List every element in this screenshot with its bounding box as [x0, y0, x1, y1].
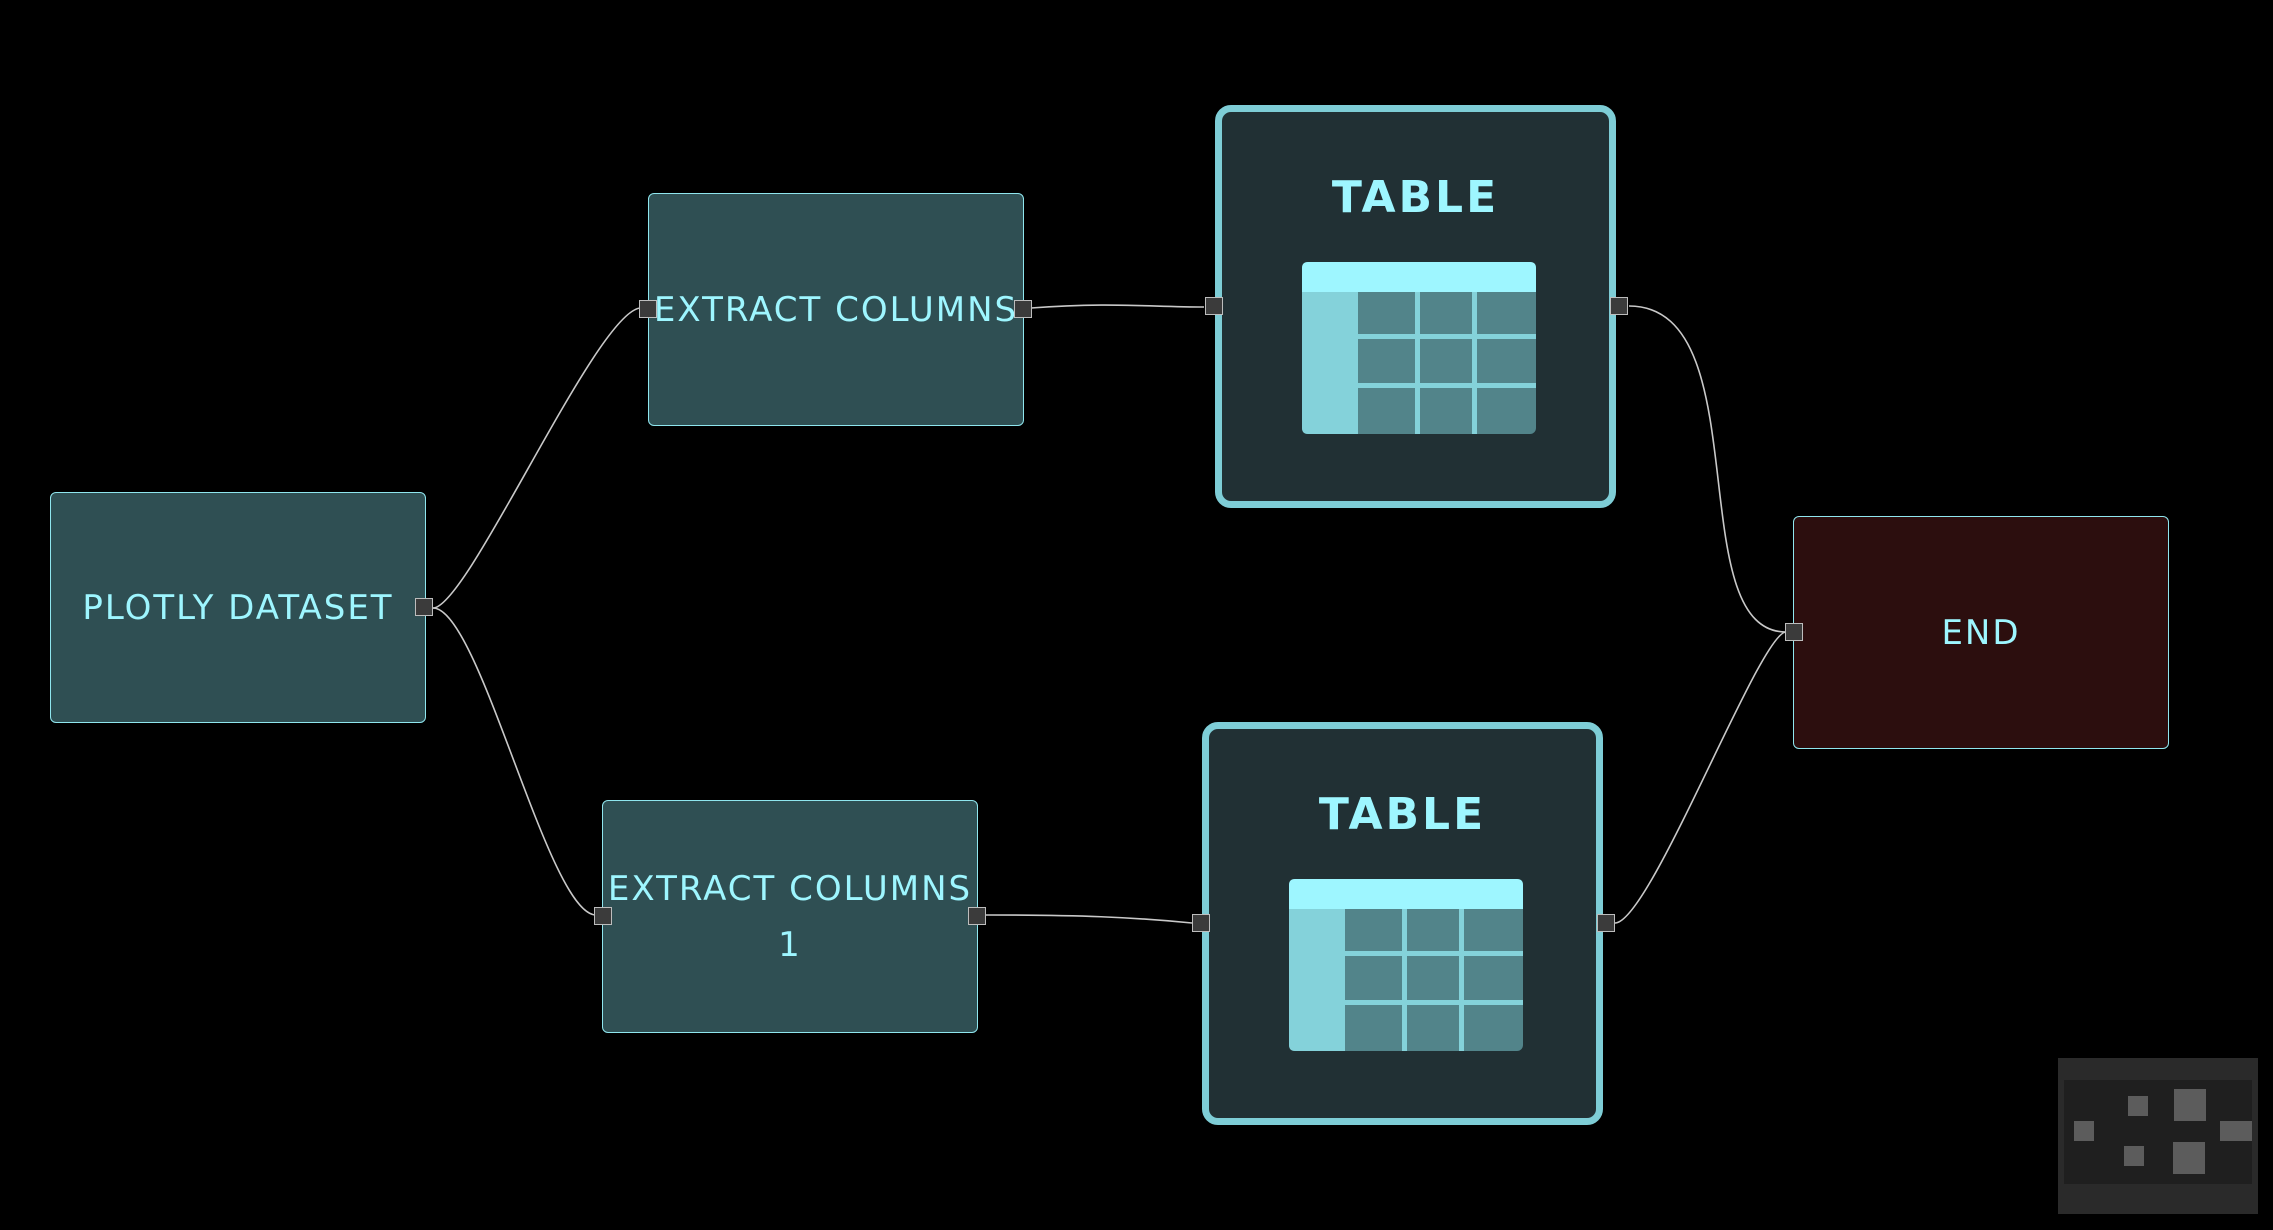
- edge-plotly-to-extract-columns[interactable]: [432, 307, 642, 609]
- output-port[interactable]: [1610, 297, 1628, 315]
- minimap[interactable]: [2058, 1058, 2258, 1214]
- minimap-viewport[interactable]: [2064, 1080, 2252, 1184]
- edge-extract-columns-to-table-top[interactable]: [1030, 304, 1205, 309]
- output-port[interactable]: [1014, 300, 1032, 318]
- input-port[interactable]: [1192, 914, 1210, 932]
- node-extract-columns-1[interactable]: EXTRACT COLUMNS 1: [602, 800, 978, 1033]
- node-label: END: [1941, 612, 2021, 653]
- node-title: TABLE: [1318, 789, 1487, 840]
- input-port[interactable]: [594, 907, 612, 925]
- edge-extract-columns-1-to-table-bottom[interactable]: [985, 914, 1193, 924]
- node-title: TABLE: [1331, 172, 1500, 223]
- edge-table-top-to-end[interactable]: [1628, 305, 1787, 633]
- minimap-node: [2174, 1089, 2206, 1121]
- table-icon: [1302, 262, 1536, 434]
- input-port[interactable]: [1785, 623, 1803, 641]
- output-port[interactable]: [1597, 914, 1615, 932]
- minimap-node: [2173, 1142, 2205, 1174]
- edge-table-bottom-to-end[interactable]: [1614, 631, 1787, 924]
- node-label: EXTRACT COLUMNS: [653, 289, 1019, 330]
- minimap-node: [2128, 1096, 2148, 1116]
- node-label: EXTRACT COLUMNS 1: [607, 868, 973, 965]
- node-end[interactable]: END: [1793, 516, 2169, 749]
- minimap-node: [2074, 1121, 2094, 1141]
- output-port[interactable]: [415, 598, 433, 616]
- edge-plotly-to-extract-columns-1[interactable]: [432, 607, 597, 916]
- node-table-bottom[interactable]: TABLE: [1202, 722, 1603, 1125]
- node-label: PLOTLY DATASET: [82, 587, 394, 628]
- node-extract-columns[interactable]: EXTRACT COLUMNS: [648, 193, 1024, 426]
- table-icon: [1289, 879, 1523, 1051]
- input-port[interactable]: [639, 300, 657, 318]
- node-plotly-dataset[interactable]: PLOTLY DATASET: [50, 492, 426, 723]
- minimap-node: [2124, 1146, 2144, 1166]
- node-table-top[interactable]: TABLE: [1215, 105, 1616, 508]
- input-port[interactable]: [1205, 297, 1223, 315]
- output-port[interactable]: [968, 907, 986, 925]
- minimap-node: [2220, 1121, 2252, 1141]
